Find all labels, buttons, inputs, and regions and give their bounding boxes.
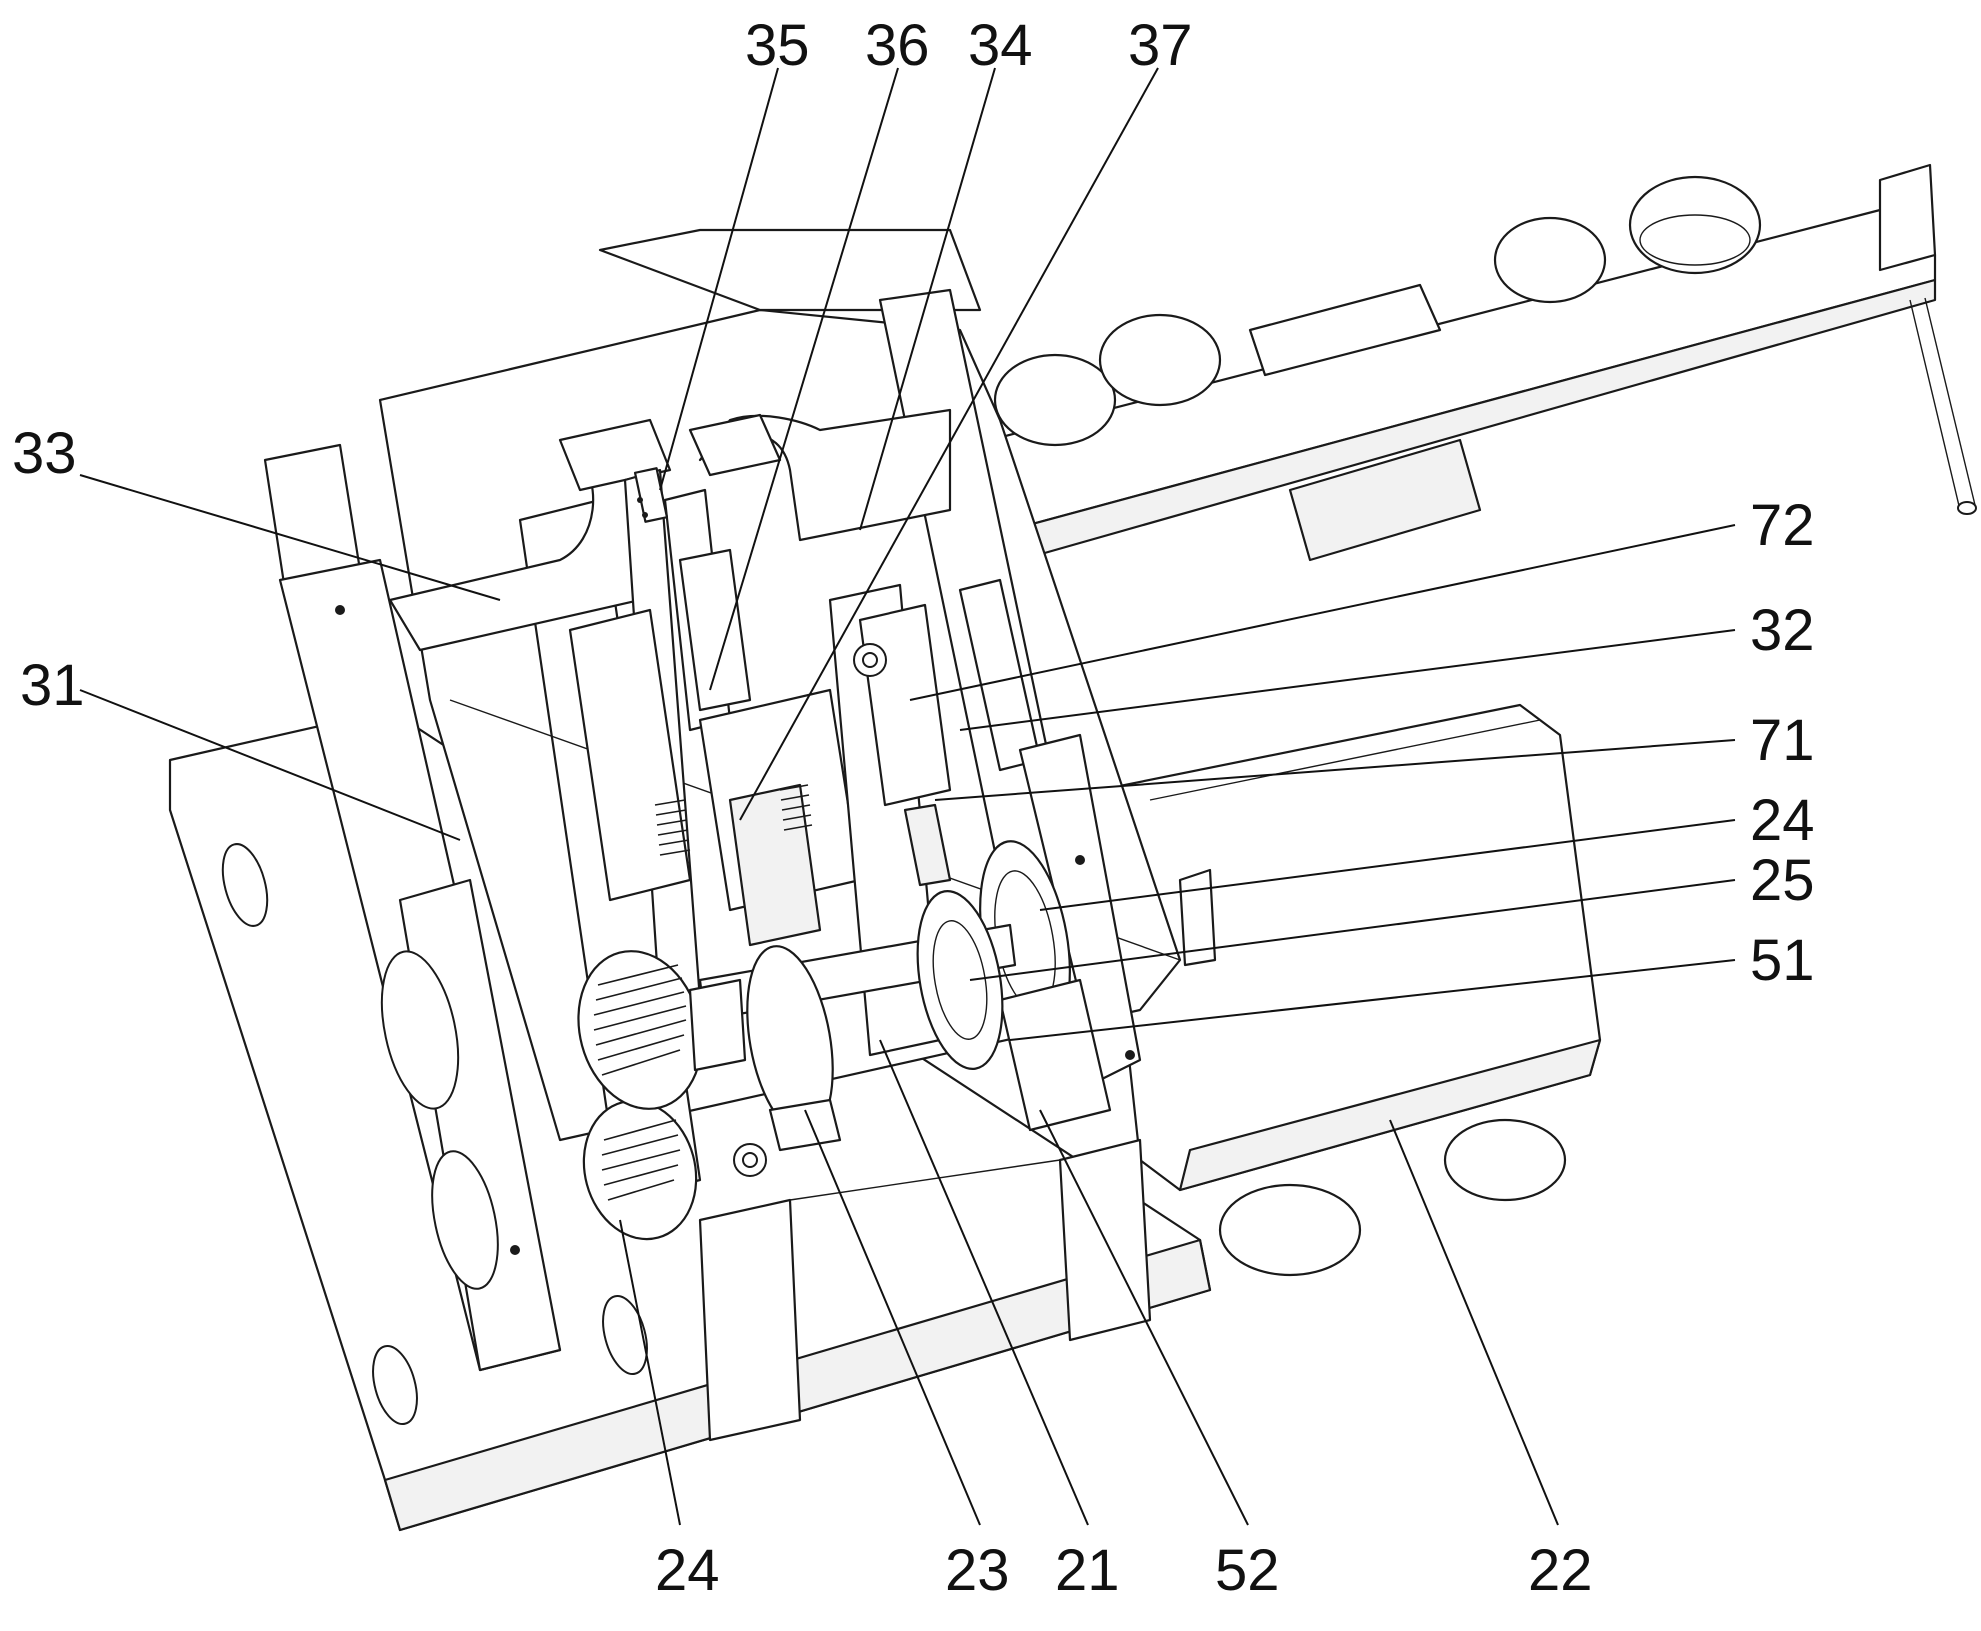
label-23: 23 <box>945 1538 1010 1603</box>
label-32: 32 <box>1750 598 1815 663</box>
label-72: 72 <box>1750 493 1815 558</box>
leader-lines <box>79 67 1736 1526</box>
timing-pulleys <box>577 950 747 1241</box>
label-34: 34 <box>968 13 1033 78</box>
label-52: 52 <box>1215 1538 1280 1603</box>
reference-numerals: 35 36 34 37 33 72 32 31 71 24 25 51 24 2… <box>12 13 1815 1603</box>
label-22: 22 <box>1528 1538 1593 1603</box>
label-25: 25 <box>1750 848 1815 913</box>
label-21: 21 <box>1055 1538 1120 1603</box>
right-bearing-support <box>979 733 1142 1132</box>
label-33: 33 <box>12 421 77 486</box>
label-51: 51 <box>1750 928 1815 993</box>
left-frame <box>263 443 562 1372</box>
label-35: 35 <box>745 13 810 78</box>
label-71: 71 <box>1750 708 1815 773</box>
label-37: 37 <box>1128 13 1193 78</box>
label-24-right: 24 <box>1750 788 1815 853</box>
drive-shaft <box>698 889 1017 1177</box>
label-24-bottom: 24 <box>655 1538 720 1603</box>
label-31: 31 <box>20 653 85 718</box>
upper-rail <box>988 163 1977 562</box>
motor-housing <box>1098 703 1602 1277</box>
clamp-plates <box>388 408 952 652</box>
springs <box>654 784 813 856</box>
central-slider <box>568 467 862 1012</box>
label-36: 36 <box>865 13 930 78</box>
